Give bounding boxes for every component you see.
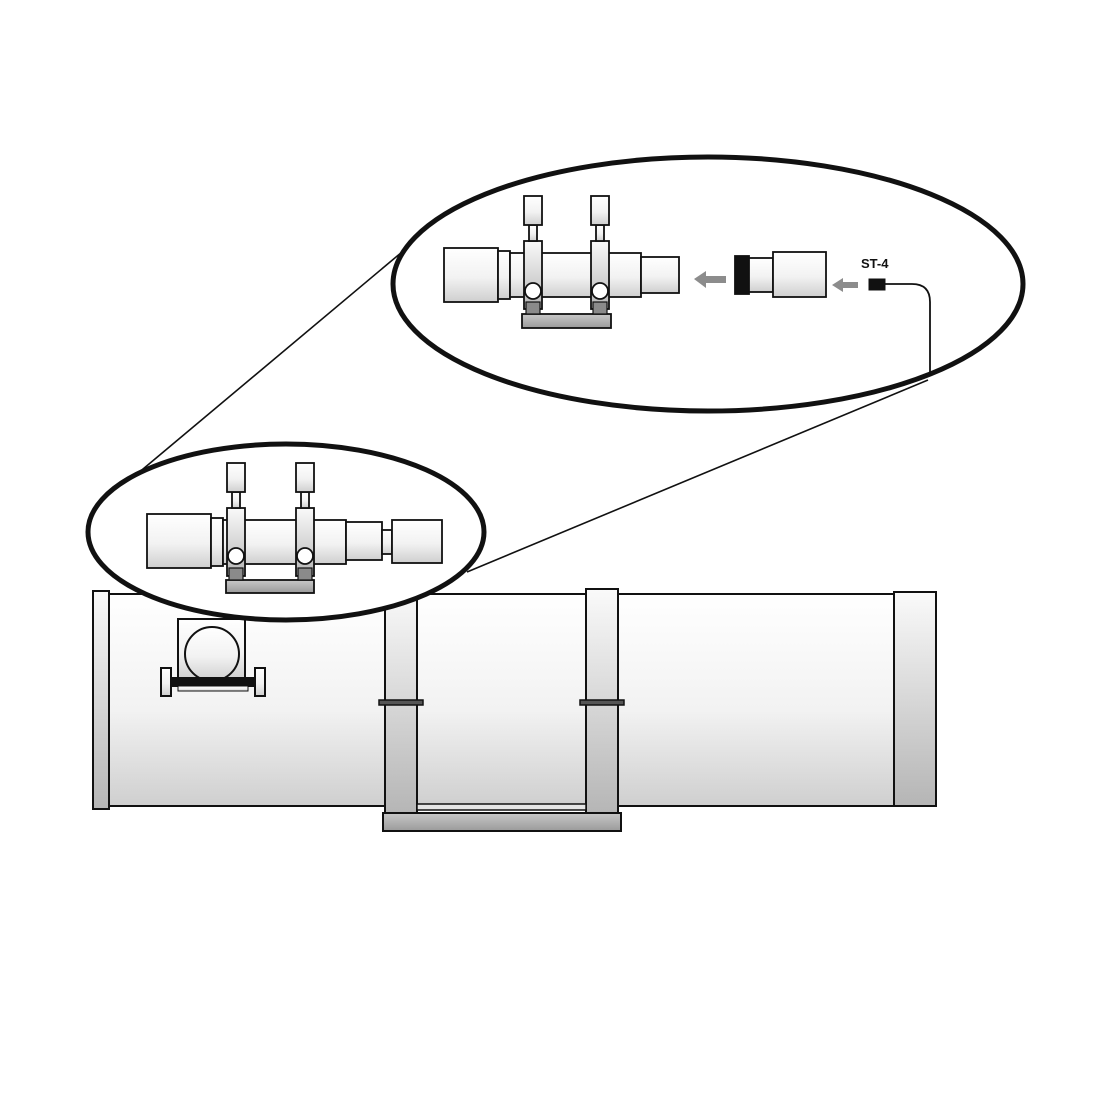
focuser-left-knob [160,667,172,697]
st4-label: ST-4 [861,256,889,271]
finder-eyepiece-holder [640,256,680,294]
st4-cable [885,283,931,376]
tube-front-cap [893,591,937,807]
finder-scope-detail [443,195,680,329]
focuser-drawtube [184,626,240,682]
focuser [160,618,266,697]
st4-connector [868,278,886,291]
tube-rear-cap [92,590,110,810]
finder-base [521,313,612,329]
tube-rings [378,588,625,832]
callout-lines [117,251,929,573]
main-telescope [92,588,937,832]
eyepiece-adapter [734,251,827,298]
focuser-right-knob [254,667,266,697]
detail-callout-ellipse [390,154,1026,414]
arrow-left-icon [832,278,858,292]
finder-scope-small [146,462,443,594]
st4-camera: ST-4 [861,256,931,376]
finder-objective [443,247,499,303]
arrow-left-icon [694,271,726,288]
mounting-plate [382,812,622,832]
